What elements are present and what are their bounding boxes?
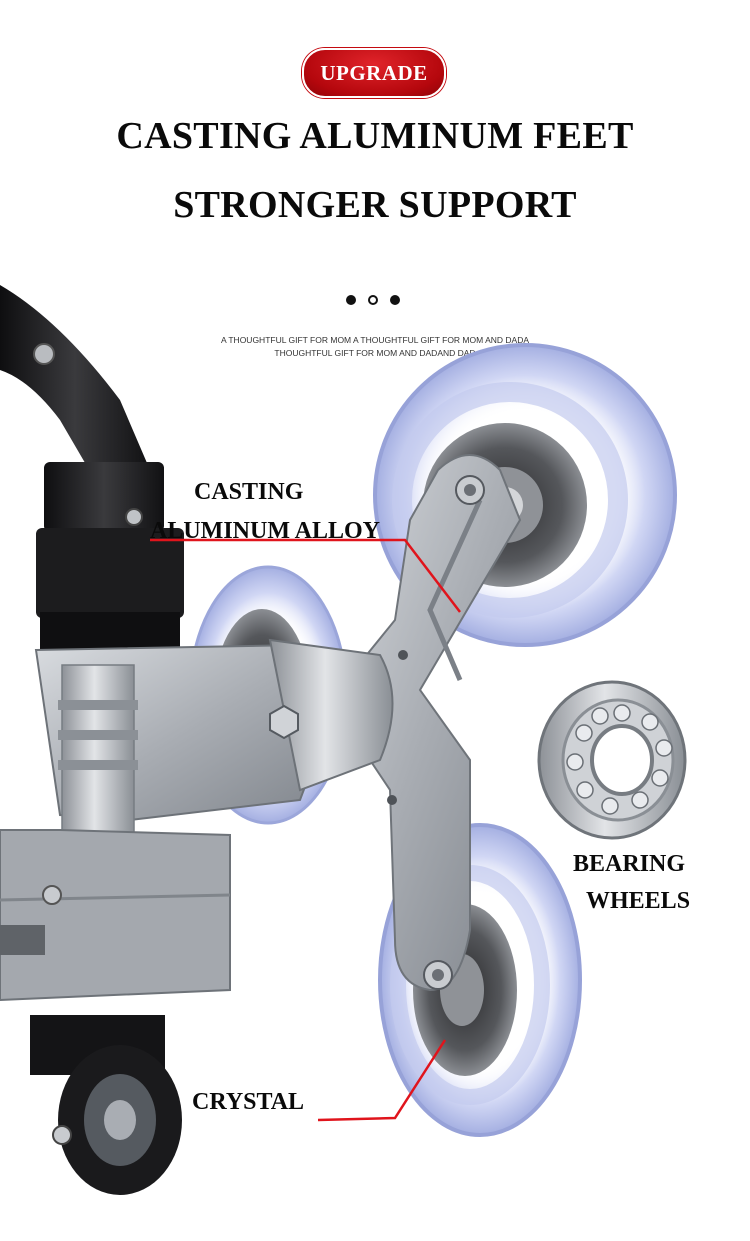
base-plate — [0, 829, 231, 1002]
caster-wheel-icon — [30, 1015, 182, 1195]
upgrade-badge: UPGRADE — [302, 48, 446, 98]
callout-bearing: BEARING — [573, 851, 686, 877]
callout-line-casting — [150, 538, 461, 613]
gift-tagline: A THOUGHTFUL GIFT FOR MOM A THOUGHTFUL G… — [220, 335, 530, 358]
dot-filled — [346, 295, 356, 305]
aluminum-arm — [34, 638, 394, 836]
tri-star-frame — [328, 454, 522, 992]
bearing-icon — [537, 680, 687, 840]
pagination-dots-icon — [344, 293, 406, 307]
dot-hollow — [368, 295, 378, 305]
callout-crystal: CRYSTAL — [192, 1089, 305, 1115]
callout-casting: CASTING — [194, 479, 304, 505]
callout-aluminum-alloy: ALUMINUM ALLOY — [150, 518, 381, 544]
headline-line-1: CASTING ALUMINUM FEET — [116, 115, 634, 157]
trolley-handle — [0, 285, 184, 650]
dot-filled — [390, 295, 400, 305]
callout-lines — [150, 538, 461, 1122]
headline-line-2: STRONGER SUPPORT — [173, 184, 577, 226]
callout-line-crystal — [317, 1039, 447, 1122]
callout-wheels: WHEELS — [586, 888, 691, 914]
